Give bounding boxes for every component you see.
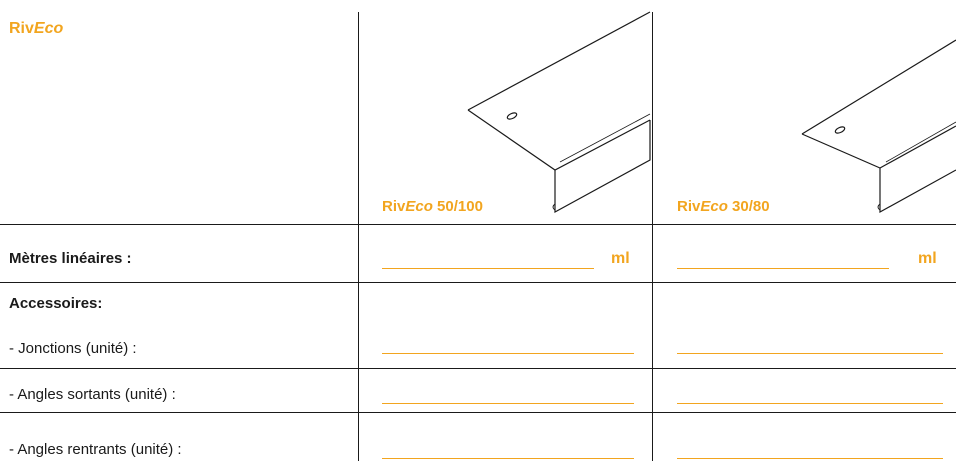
metres-input-50-100[interactable]: [382, 268, 594, 269]
column-title-riveco-50-100: RivEco 50/100: [382, 198, 483, 215]
angles-rentrants-input-50-100[interactable]: [382, 458, 634, 459]
angles-sortants-input-50-100[interactable]: [382, 403, 634, 404]
brand-prefix: Riv: [9, 20, 34, 37]
label-angles-sortants: - Angles sortants (unité) :: [9, 386, 176, 403]
unit-ml-30-80: ml: [918, 250, 937, 267]
divider-jonctions: [0, 368, 956, 369]
label-angles-rentrants: - Angles rentrants (unité) :: [9, 441, 182, 458]
divider-vertical-left: [358, 12, 359, 461]
label-jonctions: - Jonctions (unité) :: [9, 340, 137, 357]
column-title-size: 30/80: [727, 198, 770, 215]
divider-sortants: [0, 412, 956, 413]
jonctions-input-30-80[interactable]: [677, 353, 943, 354]
column-title-prefix: Riv: [677, 198, 701, 215]
brand-suffix: Eco: [33, 20, 64, 37]
label-metres-lineaires: Mètres linéaires :: [9, 250, 132, 267]
column-title-prefix: Riv: [382, 198, 406, 215]
unit-ml-50-100: ml: [611, 250, 630, 267]
column-title-size: 50/100: [432, 198, 483, 215]
column-title-italic: Eco: [405, 198, 433, 215]
divider-metres: [0, 282, 956, 283]
metres-input-30-80[interactable]: [677, 268, 889, 269]
divider-header: [0, 224, 956, 225]
divider-vertical-right: [652, 12, 653, 461]
jonctions-input-50-100[interactable]: [382, 353, 634, 354]
column-title-italic: Eco: [700, 198, 728, 215]
angles-sortants-input-30-80[interactable]: [677, 403, 943, 404]
label-accessoires: Accessoires:: [9, 295, 103, 312]
riveco-50-100-profile-illustration: [467, 11, 651, 214]
column-title-riveco-30-80: RivEco 30/80: [677, 198, 770, 215]
riveco-30-80-profile-illustration: [801, 39, 956, 214]
angles-rentrants-input-30-80[interactable]: [677, 458, 943, 459]
brand-title: RivEco: [9, 20, 63, 38]
